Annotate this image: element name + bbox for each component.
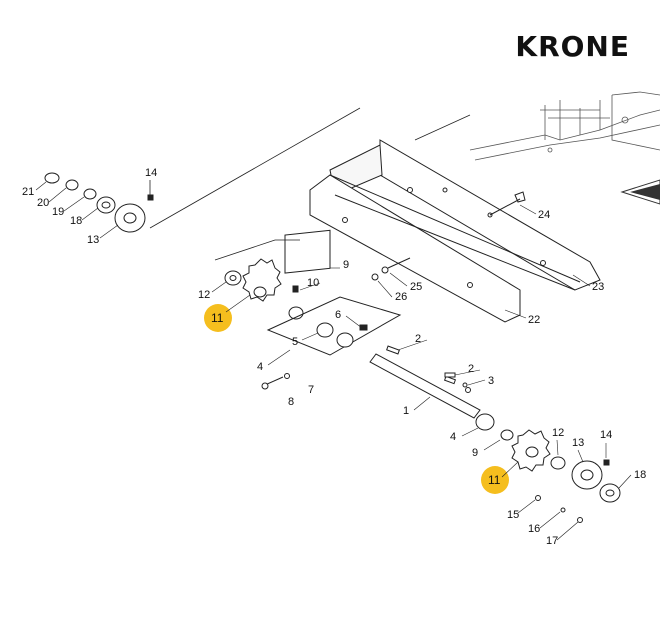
callout-21: 21 [22,186,34,198]
callout-2-right: 2 [468,363,474,375]
callout-5: 5 [292,336,298,348]
callout-23: 23 [592,281,604,293]
callout-3: 3 [488,375,494,387]
callout-15: 15 [507,509,519,521]
bolt-7-8 [261,373,290,390]
callout-1: 1 [403,405,409,417]
callout-17: 17 [546,535,558,547]
callout-9-left: 9 [343,259,349,271]
callout-12-right: 12 [552,427,564,439]
highlight-circle-11-right [481,466,509,494]
callout-25: 25 [410,281,422,293]
cover-trough [309,139,601,323]
callout-2-top: 2 [415,333,421,345]
left-sprocket-group [224,229,402,356]
callout-7: 7 [308,384,314,396]
direction-arrow-icon [620,179,660,205]
short-leaders [35,181,632,541]
callout-8: 8 [288,396,294,408]
callout-18-left: 18 [70,215,82,227]
callout-13-right: 13 [572,437,584,449]
callout-10: 10 [307,277,319,289]
callout-13-left: 13 [87,234,99,246]
bolt-24 [489,191,526,216]
callout-11-right: 11 [488,473,501,487]
callout-6: 6 [335,309,341,321]
callout-22: 22 [528,314,540,326]
callout-9-right: 9 [472,447,478,459]
shaft-1 [369,345,481,419]
callout-16: 16 [528,523,540,535]
callout-19: 19 [52,206,64,218]
right-sprocket-group [475,413,621,523]
callout-14-left: 14 [145,167,157,179]
callout-20: 20 [37,197,49,209]
left-bearing-group [44,172,154,233]
highlight-circle-11-left [204,304,232,332]
callout-26: 26 [395,291,407,303]
callout-14-right: 14 [600,429,612,441]
callout-12-left: 12 [198,289,210,301]
callout-18-right: 18 [634,469,646,481]
bolt-25-26 [371,257,411,281]
callout-4-left: 4 [257,361,263,373]
brand-logo: KRONE [515,30,630,63]
machine-frame-sketch [469,91,660,161]
callout-24: 24 [538,209,550,221]
leader-lines [149,107,471,261]
callout-4-right: 4 [450,431,456,443]
callout-11-left: 11 [211,311,224,325]
